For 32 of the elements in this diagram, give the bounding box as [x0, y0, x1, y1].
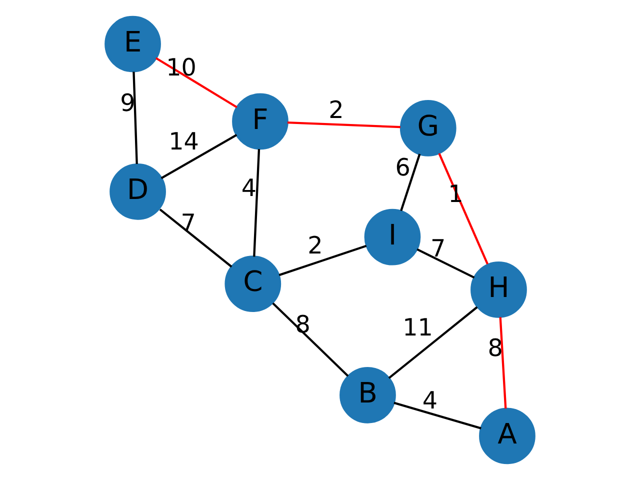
edge-label: 9 [120, 88, 136, 117]
connector [278, 244, 367, 276]
connector [416, 248, 475, 279]
connector [159, 208, 232, 268]
connector [388, 306, 478, 379]
edge-label: 4 [422, 386, 438, 415]
node-circle: A [479, 408, 536, 464]
edge-label: 2 [308, 232, 323, 260]
node-circle: D [110, 163, 166, 220]
edge-label: 14 [168, 128, 199, 156]
connector [287, 121, 400, 128]
edge-label: 7 [180, 209, 196, 238]
edge-label: 4 [241, 174, 257, 202]
node-circle: B [340, 366, 396, 424]
connector [499, 317, 507, 409]
connector [394, 402, 482, 430]
edge-label: 8 [488, 334, 503, 362]
edge-label: 7 [430, 234, 446, 262]
node-circle: F [232, 93, 288, 150]
connector [400, 154, 421, 212]
connector [253, 148, 260, 257]
node-circle: C [224, 256, 282, 312]
node-circle: H [470, 262, 527, 318]
connector [132, 72, 138, 164]
connector [272, 302, 349, 377]
edge-label: 11 [402, 314, 433, 342]
connector [438, 152, 489, 265]
connector [160, 134, 238, 180]
node-circle: E [104, 16, 161, 72]
node-circle: G [400, 100, 456, 156]
node-circle: I [364, 208, 421, 266]
edge-label: 2 [328, 96, 344, 124]
